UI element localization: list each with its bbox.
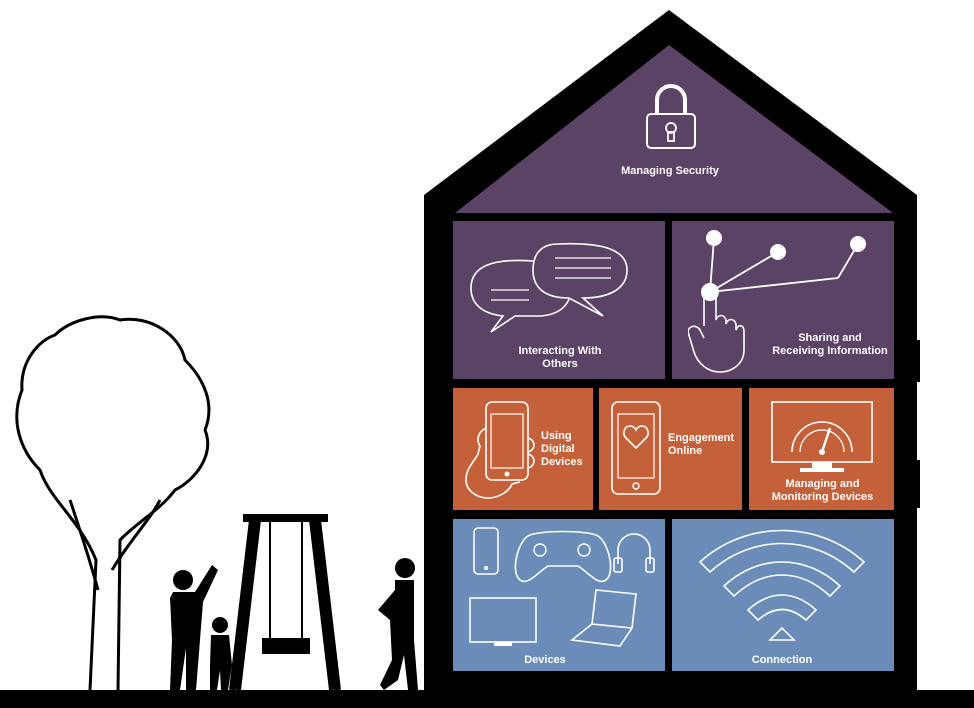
label-interacting-with-others: Interacting With Others: [518, 345, 602, 370]
label-managing-security: Managing Security: [621, 165, 719, 177]
room-managing-monitoring-devices: [749, 388, 894, 510]
child-silhouette: [210, 617, 232, 690]
heart-phone-icon: [611, 401, 661, 495]
room-devices: [453, 519, 665, 671]
network-hand-icon: [688, 230, 866, 373]
label-using-digital-devices: Using Digital Devices: [541, 430, 583, 468]
walking-person-silhouette: [378, 558, 418, 690]
label-engagement-online: Engagement Online: [668, 432, 735, 457]
gauge-monitor-icon: [771, 401, 873, 472]
label-connection: Connection: [751, 654, 813, 666]
hand-phone-icon: [465, 401, 535, 499]
room-engagement-online: [599, 388, 742, 510]
padlock-icon: [646, 84, 696, 149]
label-devices: Devices: [524, 654, 566, 666]
tree-icon: [15, 315, 211, 691]
speech-bubbles-icon: [470, 242, 628, 333]
adult-silhouette: [170, 565, 218, 690]
ground: [0, 690, 974, 708]
swing-icon: [229, 514, 341, 691]
wifi-icon: [698, 529, 866, 641]
devices-icon: [469, 527, 655, 647]
label-sharing-information: Sharing and Receiving Information: [772, 332, 888, 357]
label-managing-monitoring-devices: Managing and Monitoring Devices: [771, 478, 874, 503]
